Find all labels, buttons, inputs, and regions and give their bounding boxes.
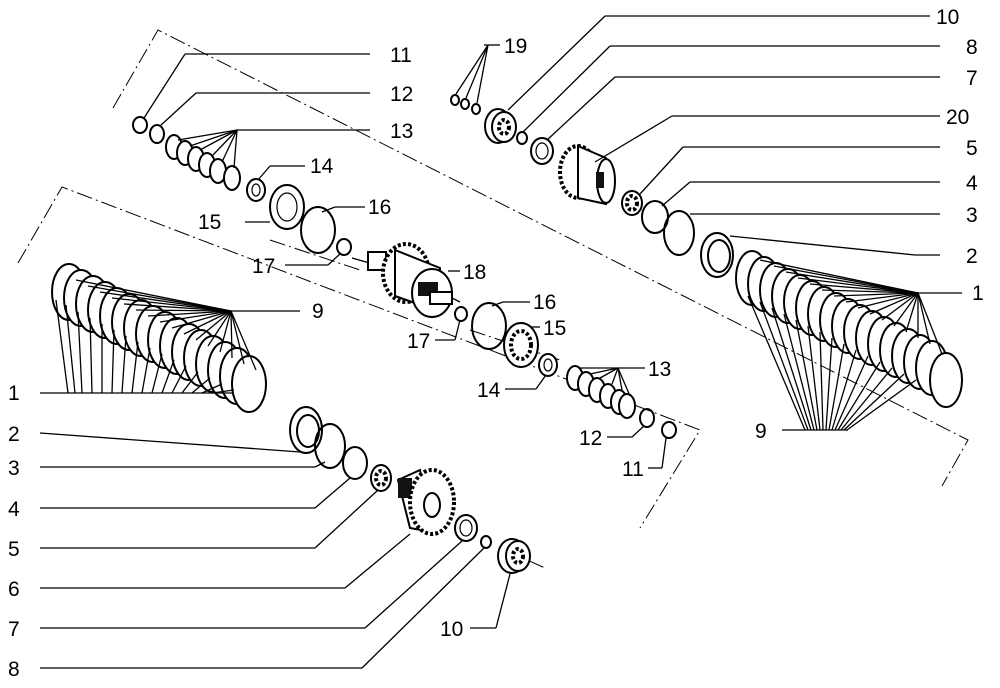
callout-10-upper: 10 [936, 6, 959, 29]
lower-left-parts [289, 406, 531, 574]
callout-13-lower: 13 [648, 358, 671, 381]
callout-15: 15 [198, 211, 221, 234]
callout-11: 11 [390, 44, 412, 67]
callout-14-lower: 14 [477, 379, 501, 402]
middle-right-parts [454, 302, 677, 439]
callout-7: 7 [8, 618, 20, 641]
callout-20: 20 [946, 106, 969, 129]
callout-11-lower: 11 [622, 458, 644, 481]
callout-4-upper: 4 [966, 172, 978, 195]
callout-10-lower: 10 [440, 618, 463, 641]
callout-17-lower: 17 [407, 330, 430, 353]
callout-16-lower: 16 [533, 291, 556, 314]
callout-7-upper: 7 [966, 67, 978, 90]
callout-14: 14 [310, 155, 334, 178]
callout-3-upper: 3 [966, 204, 978, 227]
callout-9-right: 9 [755, 420, 767, 443]
callout-17: 17 [252, 255, 275, 278]
callout-labels: 11 12 13 14 15 16 17 18 9 1 2 3 4 5 6 7 … [8, 6, 984, 681]
callout-13: 13 [390, 120, 413, 143]
callout-9: 9 [312, 300, 324, 323]
leader-lines [39, 15, 962, 669]
callout-6: 6 [8, 578, 20, 601]
callout-12-lower: 12 [579, 427, 602, 450]
callout-8: 8 [8, 658, 20, 681]
callout-2: 2 [8, 423, 20, 446]
callout-15-lower: 15 [543, 317, 566, 340]
callout-1-upper: 1 [972, 282, 984, 305]
callout-12: 12 [390, 83, 413, 106]
central-hub [351, 242, 461, 318]
upper-left-parts [132, 116, 352, 256]
upper-right-parts [450, 94, 734, 278]
callout-8-upper: 8 [966, 36, 978, 59]
callout-3: 3 [8, 457, 20, 480]
spring-stack-right [735, 250, 963, 408]
callout-5-upper: 5 [966, 137, 978, 160]
callout-4: 4 [8, 498, 20, 521]
callout-18: 18 [463, 261, 486, 284]
callout-2-upper: 2 [966, 245, 978, 268]
callout-16: 16 [368, 196, 391, 219]
callout-1: 1 [8, 382, 20, 405]
callout-19: 19 [504, 35, 527, 58]
callout-5: 5 [8, 538, 20, 561]
